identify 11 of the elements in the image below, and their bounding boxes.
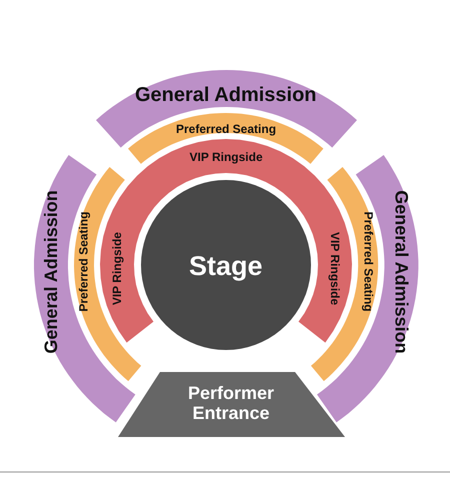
- section-label: VIP Ringside: [328, 232, 342, 305]
- section-label: General Admission: [41, 190, 62, 354]
- section-label: General Admission: [391, 190, 412, 354]
- section-label: Preferred Seating: [77, 212, 91, 312]
- section-label: Performer Entrance: [186, 384, 276, 424]
- section-label: VIP Ringside: [110, 232, 124, 305]
- section-label: Stage: [189, 252, 263, 282]
- section-label: General Admission: [134, 84, 317, 106]
- section-label: Preferred Seating: [361, 212, 375, 312]
- section-label: Preferred Seating: [176, 122, 276, 136]
- section-label: VIP Ringside: [189, 150, 263, 164]
